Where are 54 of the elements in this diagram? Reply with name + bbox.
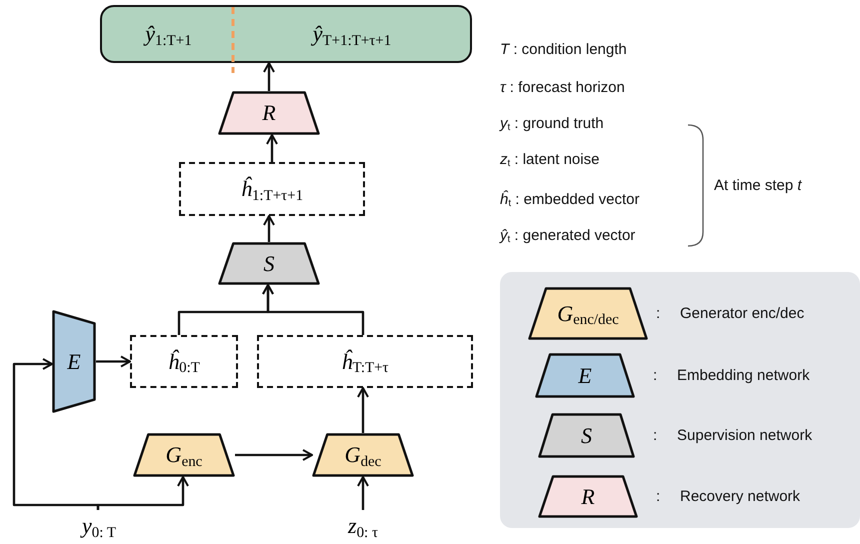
notation-label: T : condition length xyxy=(500,40,627,60)
arrow xyxy=(357,476,369,510)
arrow xyxy=(96,476,189,510)
network-block xyxy=(218,91,320,135)
arrow xyxy=(263,215,275,242)
math-label: y$_{0: T}$ xyxy=(82,515,116,537)
network-block xyxy=(312,433,414,477)
math-label: E xyxy=(67,350,81,372)
math-label: ĥ$_{0:T}$ xyxy=(168,350,200,372)
network-block xyxy=(538,475,638,518)
legend-panel xyxy=(500,272,860,528)
arrow xyxy=(266,134,278,162)
notation-label: ĥ$_{t}$ : embedded vector xyxy=(500,190,640,210)
notation-label: z$_{t}$ : latent noise xyxy=(500,150,600,170)
arrow xyxy=(96,356,131,368)
network-block xyxy=(133,433,235,477)
network-block xyxy=(528,287,648,340)
legend-description: Embedding network xyxy=(677,368,810,382)
arrow xyxy=(235,449,313,461)
arrow xyxy=(262,284,364,335)
network-block xyxy=(218,242,320,285)
math-label: S xyxy=(264,252,274,274)
notation-label: At time step t xyxy=(714,176,802,196)
math-label: G$_{enc}$ xyxy=(166,444,202,466)
colon-mark: : xyxy=(656,306,660,320)
colon-mark: : xyxy=(656,488,660,504)
math-label: ĥ$_{T:T+τ}$ xyxy=(341,350,389,372)
colon-mark: : xyxy=(653,368,658,382)
math-label: ŷ$_{1:T+1}$ xyxy=(145,23,192,45)
colon-mark: : xyxy=(653,428,658,442)
math-label: ĥ$_{1:T+τ+1}$ xyxy=(240,178,304,200)
embedding-box xyxy=(257,335,473,388)
math-label: G$_{enc/dec}$ xyxy=(557,302,619,324)
network-block xyxy=(535,353,635,398)
network-block xyxy=(538,413,635,458)
arrow xyxy=(263,62,275,91)
math-label: G$_{dec}$ xyxy=(344,444,382,466)
notation-label: ŷ$_{t}$ : generated vector xyxy=(500,226,636,246)
math-label: S xyxy=(581,424,592,446)
legend-description: Generator enc/dec xyxy=(680,306,804,320)
output-box xyxy=(100,5,472,63)
embedding-box xyxy=(179,162,365,216)
notation-label: y$_{t}$ : ground truth xyxy=(500,114,604,134)
notation-label: τ : forecast horizon xyxy=(500,78,625,98)
math-label: R xyxy=(262,102,276,124)
legend-description: Recovery network xyxy=(680,488,800,504)
math-label: R xyxy=(581,486,595,508)
embedding-box xyxy=(130,335,238,388)
math-label: ŷ$_{T+1:T+τ+1}$ xyxy=(312,23,392,45)
math-label: z$_{0: τ}$ xyxy=(348,515,378,537)
math-label: E xyxy=(578,364,592,386)
legend-description: Supervision network xyxy=(677,428,812,442)
network-block xyxy=(52,310,96,413)
arrow xyxy=(357,387,369,433)
